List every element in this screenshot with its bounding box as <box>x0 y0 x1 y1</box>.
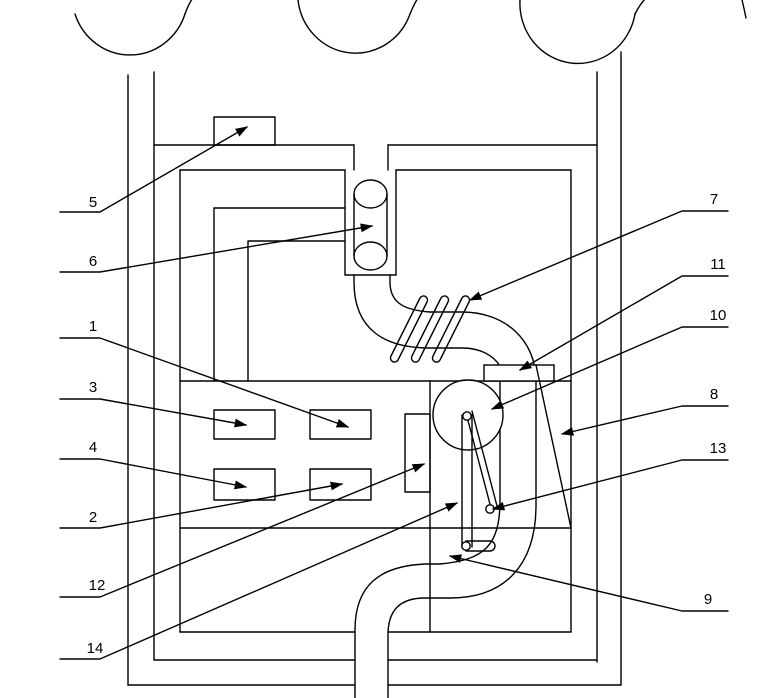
label-6: 6 <box>89 253 97 270</box>
label-2: 2 <box>89 509 97 526</box>
inner-chamber <box>179 169 572 633</box>
label-3: 3 <box>89 379 97 396</box>
pipe <box>353 274 537 698</box>
label-5: 5 <box>89 194 97 211</box>
heating-coil <box>389 295 471 363</box>
label-8: 8 <box>710 386 718 403</box>
scalloped-top <box>74 0 747 65</box>
module-1 <box>309 409 372 440</box>
module-3 <box>213 409 276 440</box>
top-sensor-box <box>213 116 276 146</box>
label-10: 10 <box>710 307 727 324</box>
label-9: 9 <box>704 591 712 608</box>
label-12: 12 <box>89 577 106 594</box>
tube-housing <box>344 169 397 276</box>
side-block <box>404 413 431 493</box>
wires <box>213 207 346 382</box>
cylinder-component <box>353 179 388 271</box>
leader-lines-left <box>59 126 459 660</box>
diagonal-rod <box>535 364 572 529</box>
label-7: 7 <box>710 191 718 208</box>
cap-box <box>483 364 555 382</box>
label-14: 14 <box>87 640 104 657</box>
label-1: 1 <box>89 318 97 335</box>
label-13: 13 <box>710 440 727 457</box>
label-4: 4 <box>89 439 97 456</box>
belt-drive <box>461 410 498 552</box>
module-4 <box>213 468 276 501</box>
label-11: 11 <box>710 256 726 273</box>
outer-housing <box>127 51 622 686</box>
callout-labels: 5 6 1 3 4 2 12 14 7 11 10 8 13 9 <box>87 191 727 657</box>
module-2 <box>309 468 372 501</box>
leader-lines-right <box>448 210 729 612</box>
